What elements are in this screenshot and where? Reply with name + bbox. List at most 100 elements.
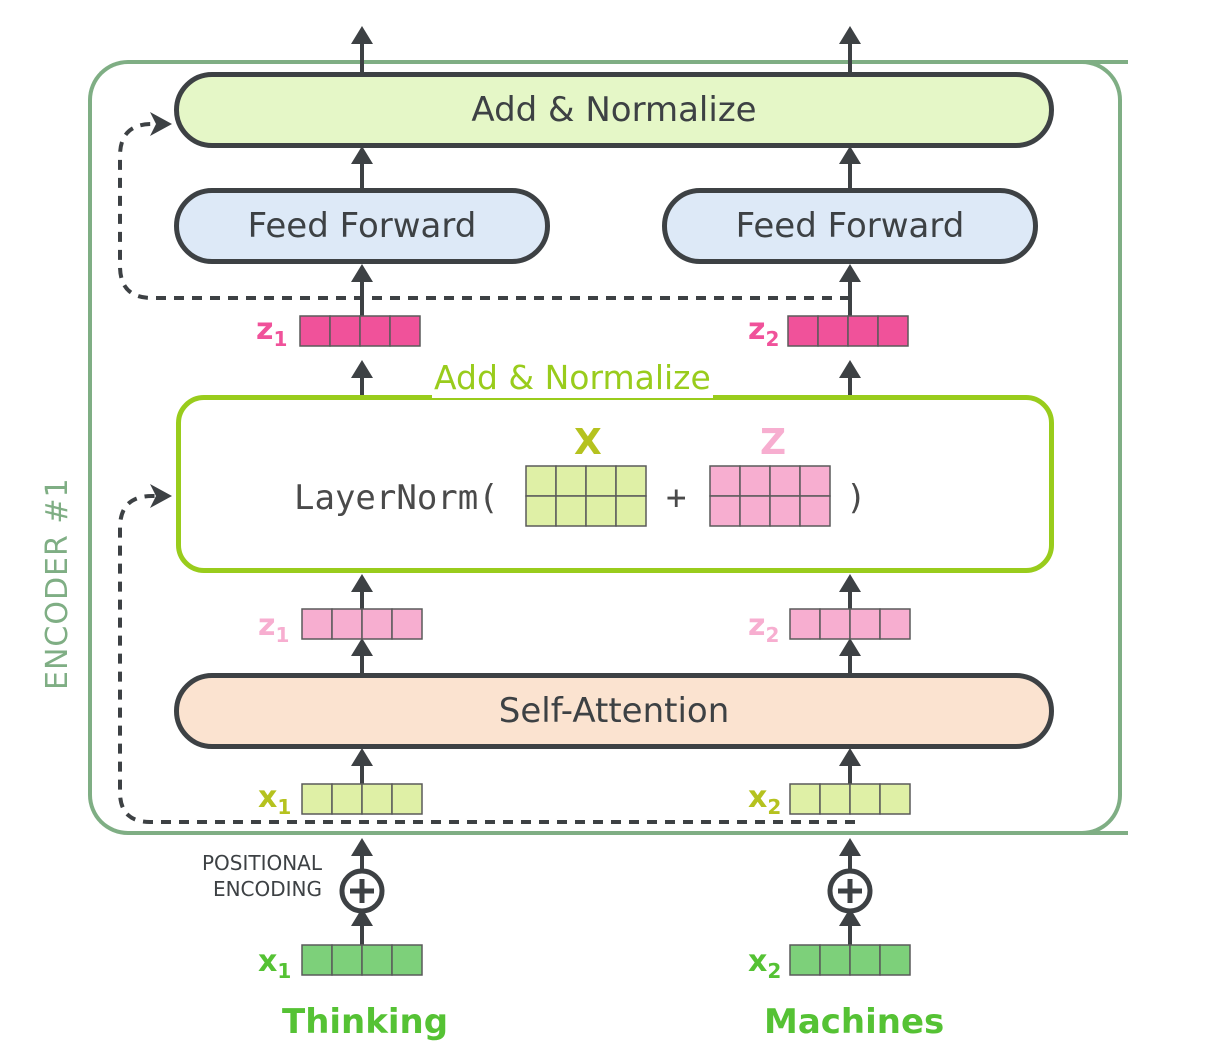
z2-top-vector-cell xyxy=(787,315,819,347)
feed-forward-label-2: Feed Forward xyxy=(735,206,965,246)
z2-mid-vector-cell xyxy=(789,608,821,640)
z2-mid-vector-cell xyxy=(849,608,881,640)
matrix-x-label: X xyxy=(574,422,602,463)
x2-mid-vector xyxy=(789,783,911,815)
self-attention-box: Self-Attention xyxy=(174,673,1054,749)
x1-input-vector-cell xyxy=(391,944,423,976)
z2-top-vector-cell xyxy=(877,315,909,347)
arrow-z-to-ff-1 xyxy=(351,264,373,316)
z2-top-label: z2 xyxy=(748,312,780,351)
word-machines: Machines xyxy=(764,1002,945,1042)
matrix-x xyxy=(525,465,647,527)
z2-top-vector xyxy=(787,315,909,347)
arrow-z-to-ff-2 xyxy=(839,264,861,316)
close-paren: ) xyxy=(846,478,867,518)
x1-mid-vector-cell xyxy=(361,783,393,815)
x2-input-vector-cell xyxy=(789,944,821,976)
matrix-x-cell xyxy=(615,465,647,497)
z2-top-vector-cell xyxy=(847,315,879,347)
z1-top-vector-cell xyxy=(389,315,421,347)
encoder-frame-right xyxy=(1060,60,1122,835)
matrix-x-cell xyxy=(525,495,557,527)
encoder-frame xyxy=(88,60,1128,835)
arrow-ln-to-z-1 xyxy=(351,360,373,395)
arrow-pe-to-x-1 xyxy=(351,838,373,870)
z1-mid-vector-cell xyxy=(301,608,333,640)
z1-top-vector-cell xyxy=(329,315,361,347)
arrow-sa-to-z-2 xyxy=(839,638,861,673)
x1-mid-vector-cell xyxy=(301,783,333,815)
arrow-x-to-sa-1 xyxy=(351,748,373,784)
arrow-ff-to-add-1 xyxy=(351,146,373,188)
x2-input-vector-cell xyxy=(849,944,881,976)
z1-mid-label: z1 xyxy=(258,608,290,647)
x1-input-vector-cell xyxy=(361,944,393,976)
z1-mid-vector xyxy=(301,608,423,640)
z1-mid-vector-cell xyxy=(391,608,423,640)
matrix-z-cell xyxy=(799,465,831,497)
arrow-z-to-ln-1 xyxy=(351,574,373,609)
feed-forward-box-2: Feed Forward xyxy=(662,188,1038,264)
positional-encoding-label: POSITIONAL ENCODING xyxy=(201,851,322,901)
matrix-z xyxy=(709,465,831,527)
z2-mid-label: z2 xyxy=(748,608,780,647)
arrow-x-to-sa-2 xyxy=(839,748,861,784)
z2-mid-vector xyxy=(789,608,911,640)
plus-circle-icon-2 xyxy=(827,868,873,914)
arrow-ln-to-z-2 xyxy=(839,360,861,395)
x1-input-vector xyxy=(301,944,423,976)
z1-top-vector xyxy=(299,315,421,347)
x1-mid-label: x1 xyxy=(258,780,292,819)
matrix-z-cell xyxy=(709,465,741,497)
residual-path-top-arrowhead xyxy=(150,112,172,136)
x1-mid-vector-cell xyxy=(331,783,363,815)
z1-top-vector-cell xyxy=(299,315,331,347)
z2-mid-vector-cell xyxy=(819,608,851,640)
add-normalize-top-box: Add & Normalize xyxy=(174,72,1054,148)
x2-mid-vector-cell xyxy=(789,783,821,815)
matrix-z-cell xyxy=(799,495,831,527)
add-normalize-top-label: Add & Normalize xyxy=(471,90,757,130)
residual-path-bottom xyxy=(118,494,855,824)
x1-input-label: x1 xyxy=(258,944,292,983)
matrix-z-cell xyxy=(769,465,801,497)
arrow-out-1 xyxy=(351,26,373,72)
z1-top-label: z1 xyxy=(256,312,288,351)
x2-input-vector xyxy=(789,944,911,976)
matrix-z-cell xyxy=(769,495,801,527)
matrix-x-cell xyxy=(525,465,557,497)
matrix-z-cell xyxy=(709,495,741,527)
z2-top-vector-cell xyxy=(817,315,849,347)
x1-input-vector-cell xyxy=(301,944,333,976)
arrow-ff-to-add-2 xyxy=(839,146,861,188)
matrix-z-cell xyxy=(739,495,771,527)
x2-input-vector-cell xyxy=(879,944,911,976)
residual-path-bottom-arrowhead xyxy=(150,484,172,508)
word-thinking: Thinking xyxy=(282,1002,449,1042)
matrix-x-cell xyxy=(585,495,617,527)
x2-input-label: x2 xyxy=(748,944,782,983)
matrix-x-cell xyxy=(555,495,587,527)
plus-sign: + xyxy=(666,478,687,518)
feed-forward-label-1: Feed Forward xyxy=(247,206,477,246)
feed-forward-box-1: Feed Forward xyxy=(174,188,550,264)
x2-mid-vector-cell xyxy=(849,783,881,815)
z1-mid-vector-cell xyxy=(361,608,393,640)
x1-mid-vector-cell xyxy=(391,783,423,815)
residual-path-top xyxy=(118,122,850,300)
flow-arrows xyxy=(351,26,861,945)
x2-mid-vector-cell xyxy=(879,783,911,815)
matrix-z-cell xyxy=(739,465,771,497)
plus-circle-icon-1 xyxy=(339,868,385,914)
z1-mid-vector-cell xyxy=(331,608,363,640)
z2-mid-vector-cell xyxy=(879,608,911,640)
self-attention-label: Self-Attention xyxy=(498,691,730,731)
matrix-x-cell xyxy=(555,465,587,497)
arrow-in-to-pe-1 xyxy=(351,908,373,945)
x2-mid-label: x2 xyxy=(748,780,782,819)
arrow-out-2 xyxy=(839,26,861,72)
arrow-z-to-ln-2 xyxy=(839,574,861,609)
z1-top-vector-cell xyxy=(359,315,391,347)
